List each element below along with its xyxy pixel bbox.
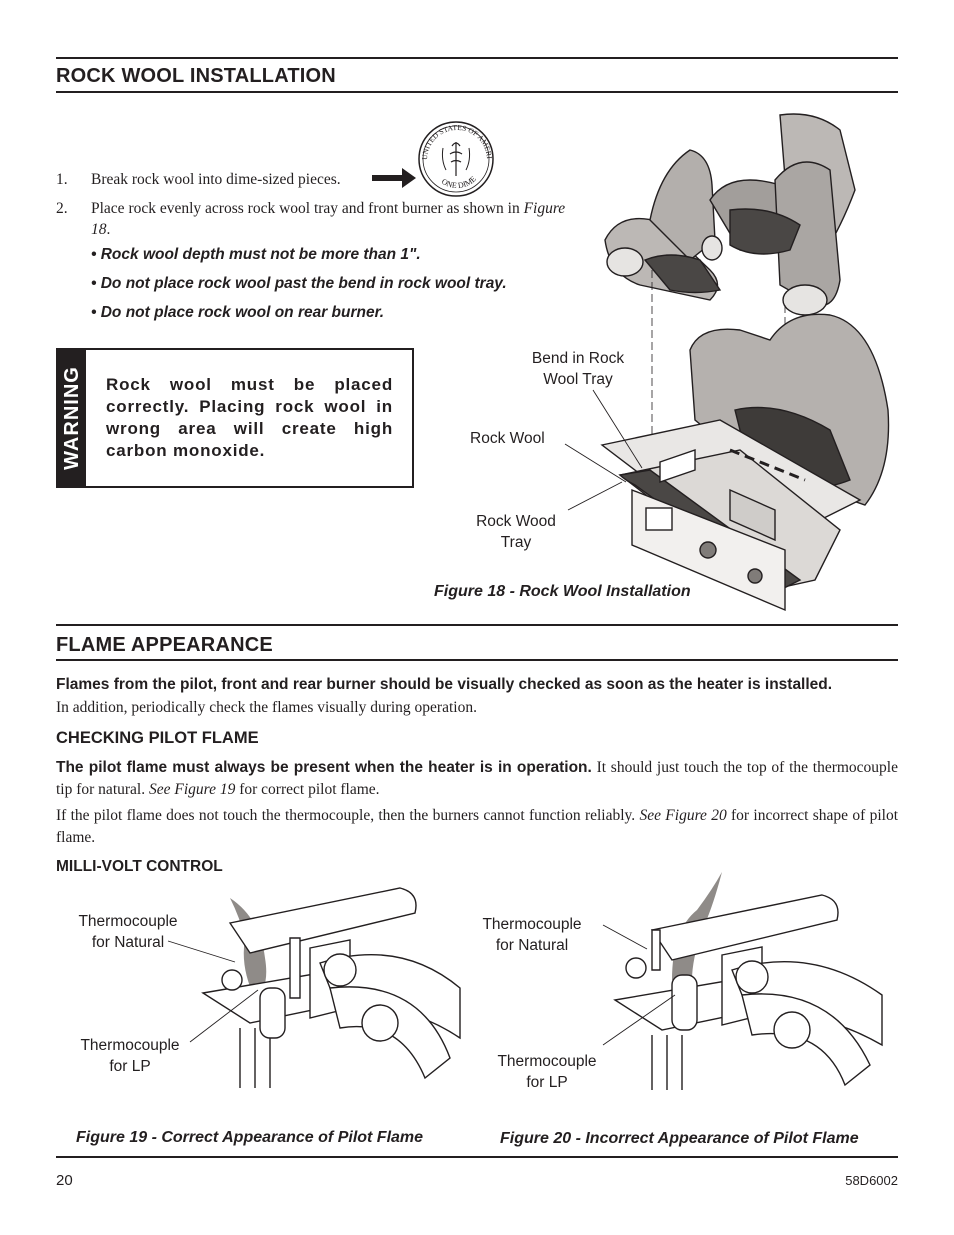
pilot-p1-bold: The pilot flame must always be present w… (56, 759, 592, 776)
flame-top-rule (56, 624, 898, 626)
warning-text: Rock wool must be placed correctly. Plac… (106, 375, 393, 460)
bullet-depth: • Rock wool depth must not be more than … (91, 246, 421, 263)
figure-19-leader-lines (167, 940, 259, 1043)
pilot-p1-end: for correct pilot flame. (235, 780, 380, 798)
figure-20-leader-lines (602, 924, 676, 1046)
warning-tab: WARNING (58, 350, 86, 486)
step-2-number: 2. (56, 200, 68, 217)
step-2-text-main: Place rock evenly across rock wool tray … (91, 200, 524, 217)
fig20-lp-line-2: for LP (526, 1074, 568, 1091)
fig19-natural-line-1: Thermocouple (78, 913, 178, 930)
callout-bend-in-tray: Bend in Rock Wool Tray (516, 348, 640, 390)
figure-20-caption: Figure 20 - Incorrect Appearance of Pilo… (500, 1130, 859, 1147)
step-2-text: Place rock evenly across rock wool tray … (91, 198, 571, 240)
flame-section-title: FLAME APPEARANCE (56, 634, 273, 656)
figure-18-caption: Figure 18 - Rock Wool Installation (434, 583, 691, 600)
fig20-lp-line-1: Thermocouple (497, 1053, 597, 1070)
bullet-bend: • Do not place rock wool past the bend i… (91, 275, 507, 292)
footer-rule (56, 1156, 898, 1158)
figure-18-leader-lines (564, 389, 643, 511)
pilot-p2-end: for incorrect shape of pilot flame. (56, 807, 899, 846)
step-1-text: Break rock wool into dime-sized pieces. (91, 171, 341, 188)
flame-intro: Flames from the pilot, front and rear bu… (56, 674, 898, 718)
fig19-lp-line-2: for LP (109, 1058, 151, 1075)
pilot-paragraph-1: The pilot flame must always be present w… (56, 757, 898, 800)
page-number: 20 (56, 1172, 73, 1189)
fig19-natural-line-2: for Natural (91, 934, 165, 951)
callout-rock-wool: Rock Wool (470, 430, 545, 447)
fig20-lp-label: Thermocouple for LP (483, 1051, 611, 1093)
document-code: 58D6002 (845, 1173, 898, 1188)
fig20-natural-line-1: Thermocouple (482, 916, 582, 933)
figure-18-log-set-illustration (600, 113, 890, 612)
step-1-number: 1. (56, 171, 68, 188)
callout-tray-line-2: Tray (500, 534, 532, 551)
pilot-p2-ref: See Figure 20 (639, 807, 727, 824)
fig19-lp-label: Thermocouple for LP (64, 1035, 196, 1077)
pilot-paragraph-2: If the pilot flame does not touch the th… (56, 805, 898, 848)
callout-bend-line-2: Wool Tray (543, 371, 613, 388)
warning-tab-label: WARNING (61, 366, 83, 470)
fig19-natural-label: Thermocouple for Natural (64, 911, 192, 953)
rock-wool-section-title: ROCK WOOL INSTALLATION (56, 65, 336, 87)
milli-volt-control-heading: MILLI-VOLT CONTROL (56, 858, 223, 875)
step-2-figure-ref: Figure 18 (91, 200, 566, 238)
callout-rock-wool-tray: Rock Wood Tray (466, 511, 566, 553)
flame-title-rule (56, 659, 898, 661)
flame-intro-bold: Flames from the pilot, front and rear bu… (56, 676, 833, 693)
top-rule (56, 57, 898, 59)
pilot-p1-text: It should just touch the top of the ther… (56, 759, 898, 798)
fig19-lp-line-1: Thermocouple (80, 1037, 180, 1054)
rock-wool-title-rule (56, 91, 898, 93)
dime-coin-icon: UNITED STATES OF AMERICA ONE DIME (414, 113, 494, 197)
figure-20-pilot-assembly (613, 872, 883, 1090)
bullet-rear-burner: • Do not place rock wool on rear burner. (91, 304, 385, 321)
flame-intro-text: In addition, periodically check the flam… (56, 698, 477, 716)
pilot-p1-ref: See Figure 19 (148, 780, 236, 798)
pilot-p2-text: If the pilot flame does not touch the th… (56, 807, 640, 824)
figure-19-caption: Figure 19 - Correct Appearance of Pilot … (76, 1129, 424, 1146)
callout-bend-line-1: Bend in Rock (531, 350, 625, 367)
warning-box: WARNING Rock wool must be placed correct… (56, 348, 414, 488)
arrow-icon (372, 168, 416, 188)
fig20-natural-label: Thermocouple for Natural (468, 914, 596, 956)
callout-tray-line-1: Rock Wood (476, 513, 556, 530)
checking-pilot-flame-heading: CHECKING PILOT FLAME (56, 729, 259, 747)
figure-19-pilot-assembly (201, 887, 461, 1088)
fig20-natural-line-2: for Natural (495, 937, 569, 954)
step-2-text-end: . (106, 221, 111, 238)
